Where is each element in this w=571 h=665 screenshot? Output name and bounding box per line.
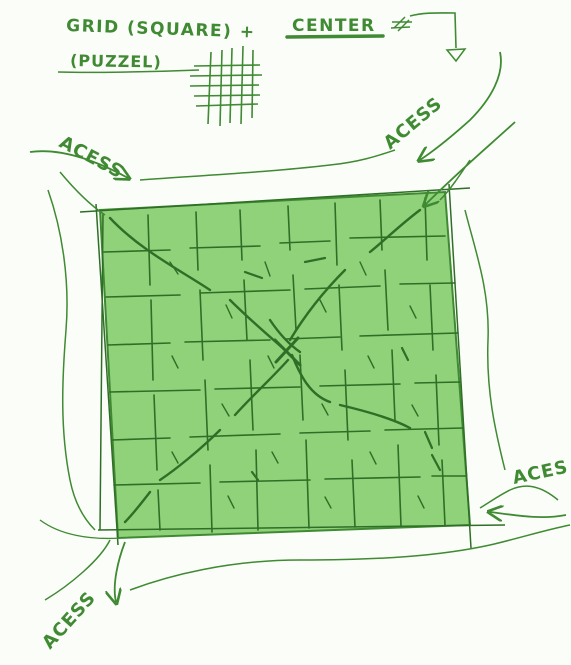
small-grid-icon — [190, 46, 262, 126]
access-label-bottom-left: ACESS — [38, 588, 100, 654]
access-arrow-bottom-right — [490, 512, 566, 517]
access-swoop-bottom-left — [45, 540, 110, 600]
frame-left-side — [48, 190, 95, 530]
access-label-top-left: ACESS — [56, 132, 127, 183]
center-underline — [287, 36, 383, 37]
frame-right-side — [465, 210, 505, 470]
center-arrow-head — [447, 49, 465, 61]
access-label-top-right: ACESS — [380, 93, 447, 154]
title-puzzel: (PUZZEL) — [70, 51, 162, 72]
center-arrow-line — [410, 13, 456, 48]
access-arrow-top-right-entry — [440, 160, 470, 200]
access-arrow-top-right-diagonal — [425, 122, 515, 205]
title-center: CENTER — [292, 16, 376, 36]
connector-top-left-to-top-right — [140, 150, 395, 180]
hash-mark — [391, 17, 412, 31]
access-swoop-top-left — [60, 172, 105, 215]
access-label-bottom-right: ACES — [511, 457, 571, 489]
title-grid-square: GRID (SQUARE) + — [66, 16, 256, 43]
access-arrow-bottom-left — [115, 542, 125, 602]
access-swoop-bottom-right — [480, 486, 558, 508]
